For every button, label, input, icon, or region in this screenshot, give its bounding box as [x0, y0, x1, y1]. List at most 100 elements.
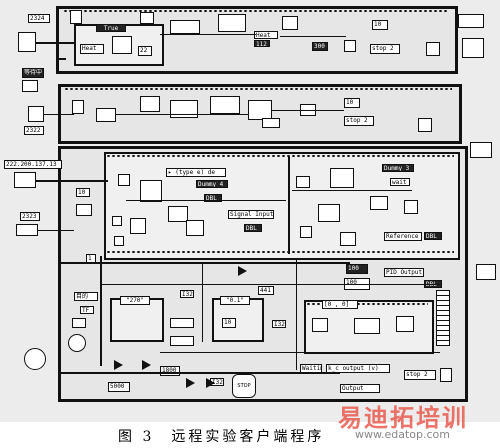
- loop-1-node-a: [70, 10, 82, 24]
- loop-1-wire-4: [56, 58, 66, 60]
- loop-3-ip-terminal: [14, 172, 36, 188]
- compare-node-2: [142, 360, 151, 370]
- loop-2-border-dots: [64, 87, 452, 91]
- const-441: 441: [258, 286, 274, 295]
- frame-1-signal-input: Signal Input: [228, 210, 274, 219]
- output-indicator: Output: [340, 384, 380, 393]
- loop-1-border-dots: [63, 9, 448, 13]
- wire-id: [38, 230, 74, 231]
- loop-3-right-node-2: [476, 264, 496, 280]
- loop-1-inner-node: [112, 36, 132, 54]
- loop-2-node-e: [210, 96, 240, 114]
- wire-sequence-1: [126, 200, 286, 201]
- wire-main-1: [60, 262, 350, 264]
- loop-3-right-node: [470, 142, 492, 158]
- node-mid-a: [170, 318, 194, 328]
- loop-1-heat-type: 112: [254, 40, 270, 47]
- loop-2-wire-1: [44, 114, 74, 115]
- wire-main-3: [60, 372, 340, 374]
- compare-node-3: [186, 378, 195, 388]
- loop-1-node-e: [282, 16, 298, 30]
- compare-node-4: [206, 378, 215, 388]
- loop-1-stop-indicator: stop 2: [370, 44, 400, 54]
- array-const: [0 , 0]: [322, 300, 358, 309]
- loop-3-node-a: [76, 204, 92, 216]
- const-1800: 1800: [160, 366, 180, 376]
- array-node-b: [354, 318, 380, 334]
- frame-2-reference: Reference: [384, 232, 422, 241]
- frame-1-node-e: [168, 206, 188, 222]
- loop-2-node-d: [170, 100, 198, 118]
- loop-timer-icon: [68, 334, 86, 352]
- frame-1-node-c: [112, 216, 122, 226]
- loop-1-right-node: [462, 38, 484, 58]
- wait-5000: 5000: [108, 382, 130, 392]
- wire-vertical-3: [202, 262, 203, 342]
- node-i32-b: I32: [272, 320, 286, 328]
- loop-2-node-c: [140, 96, 160, 112]
- wire-main-4: [160, 352, 440, 353]
- compare-node-1: [114, 360, 123, 370]
- loop-1-terminal: [18, 32, 36, 52]
- loop-1-case-selector[interactable]: True: [96, 24, 126, 32]
- frame-1-dbl-2: DBL: [244, 224, 262, 232]
- loop-1-heat-in: Heat: [80, 44, 104, 54]
- frame-1-node-d: [130, 218, 146, 234]
- frame-1-node-g: [114, 236, 124, 246]
- loop-2-node-f: [248, 100, 272, 120]
- loop-2-wire-3: [272, 110, 344, 111]
- frame-2-node-d: [370, 196, 388, 210]
- sequence-film-bottom: [106, 250, 454, 254]
- loop-2-terminal: [28, 106, 44, 122]
- watermark-logo: 易迪拓培训: [338, 404, 468, 432]
- sequence-film-top: [106, 154, 454, 158]
- array-cluster: [436, 290, 450, 346]
- loop-3-ip-label: 222.200.137.13: [4, 160, 62, 169]
- loop-1-left-label: 等待中: [22, 68, 44, 78]
- case-01: [212, 298, 264, 342]
- array-loop-film: [306, 302, 428, 306]
- frame-1-dbl: DBL: [204, 194, 222, 202]
- case-01-const: 10: [222, 318, 236, 328]
- loop-3-id-label: 2323: [20, 212, 40, 221]
- node-left-1: [72, 318, 86, 328]
- const-100-a: 100: [346, 264, 368, 274]
- loop-1-const-300: 300: [312, 42, 328, 51]
- loop-1-port: [22, 80, 38, 92]
- wire-ip: [36, 180, 108, 182]
- figure-caption: 图 3 远程实验客户端程序: [118, 429, 325, 445]
- loop-1-wire-1: [36, 42, 76, 44]
- loop-1-const-22: 22: [138, 46, 152, 56]
- loop-1-wire-3: [280, 36, 346, 37]
- loop-2-node-b: [96, 108, 116, 122]
- set-output: k_c output (v): [326, 364, 390, 373]
- loop-1-right-top: [458, 14, 484, 28]
- loop-1-wire-2: [160, 34, 256, 35]
- tf-label: TF: [80, 306, 94, 314]
- sequence-divider: [288, 156, 290, 254]
- case-01-selector[interactable]: "0.1": [220, 296, 250, 305]
- array-node-a: [312, 318, 328, 332]
- loop-2-node-a: [72, 100, 84, 114]
- caption-background: [0, 422, 500, 448]
- wire-sequence-2: [292, 190, 412, 191]
- loop-1-wait-node: [344, 40, 356, 52]
- loop-2-stop-terminal: [418, 118, 432, 132]
- wire-vertical-2: [296, 260, 297, 370]
- loop-1-node-c: [170, 20, 200, 34]
- array-node-c: [396, 316, 414, 332]
- case-270-selector[interactable]: "270": [120, 296, 150, 305]
- frame-2-node-g: [340, 232, 356, 246]
- node-i32-a: I32: [180, 290, 194, 298]
- compare-node-5: [238, 266, 247, 276]
- loop-3-id-terminal: [16, 224, 38, 236]
- frame-1-dummy-4: Dummy 4: [196, 180, 228, 188]
- frame-1-node-a: [118, 174, 130, 186]
- loop-1-stop-terminal: [426, 42, 440, 56]
- loop-2-node-g: [262, 118, 280, 128]
- loop-1-id-label: 2324: [28, 14, 50, 23]
- frame-2-node-f: [300, 226, 312, 238]
- frame-2-dummy-3: Dummy 3: [382, 164, 414, 172]
- stop-button[interactable]: STOP: [232, 374, 256, 398]
- node-mid-b: [170, 336, 194, 346]
